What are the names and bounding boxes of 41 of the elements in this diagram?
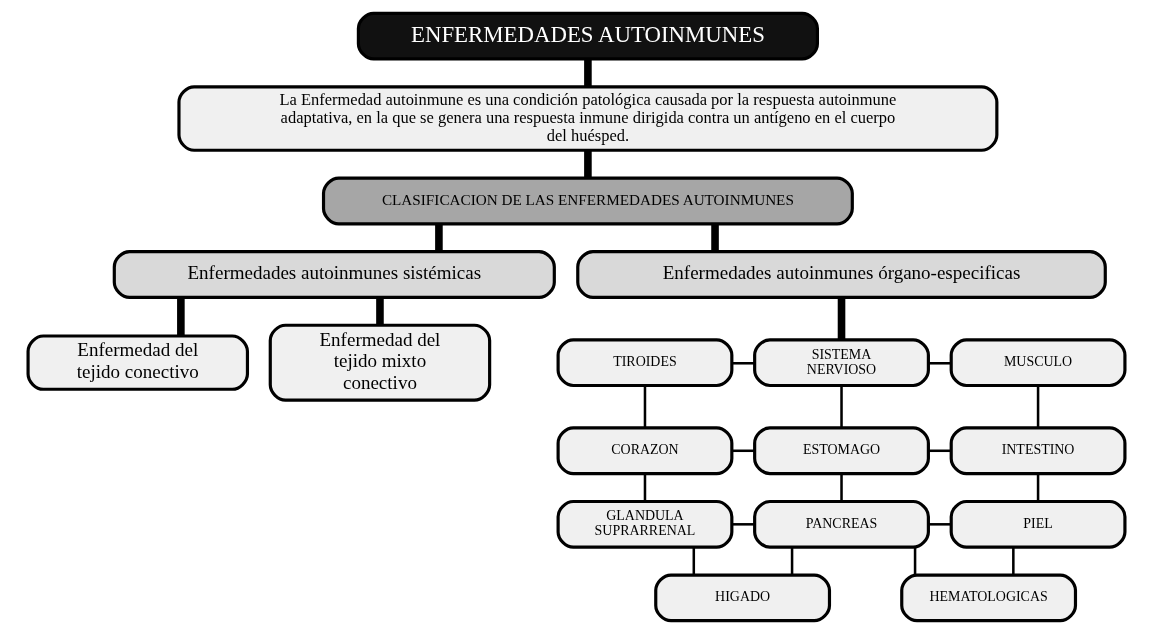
connector [1036,473,1039,502]
node-box: Enfermedad del tejido conectivo [26,334,249,391]
node-box: INTESTINO [949,426,1126,476]
node-box: PIEL [949,499,1126,549]
node-box: ENFERMEDADES AUTOINMUNES [356,11,819,61]
connector [731,449,755,453]
node-box: SISTEMA NERVIOSO [752,338,930,388]
node-box: ESTOMAGO [752,426,930,476]
node-box: Enfermedades autoinmunes órgano-especificas [575,250,1107,299]
node-box: HEMATOLOGICAS [899,573,1077,623]
connector [375,297,384,325]
node-box: CORAZON [556,426,733,476]
connector [928,362,951,365]
node-box: La Enfermedad autoinmune es una condición patológica causada por la respuesta autoinmune adaptativa, en la que se genera una respuesta inmune dirigida contra un antígeno en el cuerpo del huésped. [176,85,998,152]
node-box: Enfermedades autoinmunes sistémicas [112,250,556,299]
connector [731,523,755,526]
connector [790,547,793,575]
connector [692,547,695,575]
connector [434,223,443,252]
node-box: GLANDULA SUPRARRENAL [556,499,733,549]
connector [1036,385,1039,428]
connector [837,297,845,340]
connector [583,59,592,87]
connector [928,449,951,453]
connector [913,547,916,575]
connector [928,523,951,526]
connector [1011,547,1015,575]
node-box: HIGADO [653,573,831,623]
node-box: PANCREAS [752,499,930,549]
connector [643,385,646,428]
node-box: Enfermedad del tejido mixto conectivo [268,323,491,402]
node-box: TIROIDES [556,338,733,388]
connector [731,362,755,365]
node-box: MUSCULO [949,338,1126,388]
connector [583,150,592,178]
connector [839,473,843,502]
node-box: CLASIFICACION DE LAS ENFERMEDADES AUTOINMUNES [321,176,854,226]
connector [176,297,185,336]
connector [643,473,646,502]
connector [839,385,843,428]
connector [710,223,719,252]
